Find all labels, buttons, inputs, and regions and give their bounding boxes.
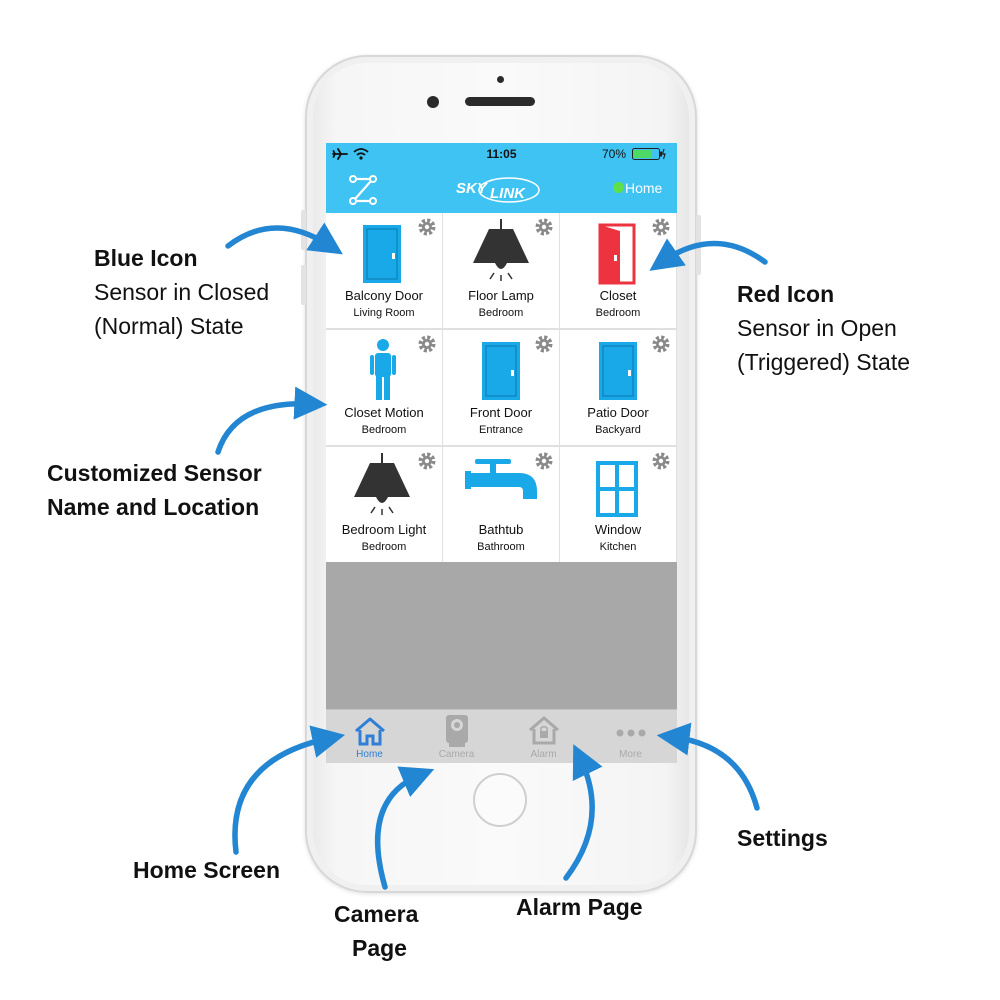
sensor-name: Patio Door (587, 405, 649, 420)
volume-down-button (301, 265, 306, 305)
annotation-custom-line2: Name and Location (47, 494, 260, 520)
tab-camera[interactable]: Camera (413, 710, 500, 763)
mode-status-dot (613, 182, 624, 193)
gear-icon[interactable] (651, 217, 671, 237)
sensor-grid: Balcony Door Living Room Floor Lamp Bedr… (326, 213, 677, 562)
sensor-location: Entrance (478, 424, 524, 436)
sensor-tile[interactable]: Closet Motion Bedroom (326, 330, 442, 445)
sensor-tile[interactable]: Balcony Door Living Room (326, 213, 442, 328)
sensor-name: Window (594, 522, 642, 537)
sensor-location: Bathroom (477, 541, 525, 553)
sensor-location: Backyard (595, 424, 641, 436)
tab-alarm[interactable]: Alarm (500, 710, 587, 763)
logo-text-sky: SKY (456, 180, 487, 197)
sensor-location: Bedroom (595, 307, 641, 319)
arrow-home-screen (232, 725, 346, 855)
arrow-custom-name (215, 386, 328, 455)
gear-icon[interactable] (417, 334, 437, 354)
sensor-name: Floor Lamp (468, 288, 534, 303)
status-time: 11:05 (486, 147, 517, 161)
sensor-name: Closet Motion (344, 405, 424, 420)
sensor-tile[interactable]: Window Kitchen (560, 447, 676, 562)
annotation-alarm-page: Alarm Page (516, 894, 643, 920)
status-bar: 11:05 70% (326, 143, 677, 165)
zone-menu-icon[interactable] (349, 175, 377, 205)
tab-home-label: Home (356, 749, 383, 760)
mode-status-label[interactable]: Home (625, 180, 663, 196)
alarm-house-icon (529, 716, 559, 745)
proximity-sensor (497, 76, 504, 83)
sensor-name: Closet (599, 288, 637, 303)
gear-icon[interactable] (534, 451, 554, 471)
sensor-tile[interactable]: Floor Lamp Bedroom (443, 213, 559, 328)
sensor-name: Bathtub (478, 522, 524, 537)
annotation-red-icon-line2: (Triggered) State (737, 349, 910, 375)
motion-person-icon (326, 336, 442, 402)
sensor-location: Bedroom (361, 541, 407, 553)
gear-icon[interactable] (417, 217, 437, 237)
gear-icon[interactable] (417, 451, 437, 471)
lamp-icon (443, 219, 559, 285)
sensor-tile[interactable]: Bedroom Light Bedroom (326, 447, 442, 562)
sensor-name: Bedroom Light (341, 522, 427, 537)
tab-home[interactable]: Home (326, 710, 413, 763)
faucet-icon (443, 453, 559, 519)
home-hardware-button[interactable] (473, 773, 527, 827)
door-closed-icon (560, 336, 676, 402)
annotation-red-icon-title: Red Icon (737, 281, 835, 307)
sensor-location: Bedroom (361, 424, 407, 436)
sensor-tile[interactable]: Bathtub Bathroom (443, 447, 559, 562)
annotation-settings: Settings (737, 825, 828, 851)
house-icon (355, 717, 385, 746)
tab-bar: Home Camera Alarm More (326, 709, 677, 763)
annotation-camera-line1: Camera (334, 901, 419, 927)
arrow-camera-page (375, 766, 435, 890)
annotation-blue-icon-title: Blue Icon (94, 245, 198, 271)
battery-percent: 70% (602, 147, 627, 161)
annotation-home-screen: Home Screen (133, 857, 281, 883)
lamp-icon (326, 453, 442, 519)
logo-text-link: LINK (490, 185, 525, 202)
arrow-alarm-page (563, 744, 603, 881)
window-icon (560, 453, 676, 519)
ellipsis-icon (616, 729, 646, 737)
tab-alarm-label: Alarm (530, 749, 557, 760)
sensor-location: Living Room (353, 307, 415, 319)
tab-more-label: More (619, 749, 642, 760)
sensor-location: Kitchen (599, 541, 637, 553)
annotation-blue-icon-line1: Sensor in Closed (94, 279, 270, 305)
sensor-location: Bedroom (478, 307, 524, 319)
gear-icon[interactable] (534, 334, 554, 354)
gear-icon[interactable] (534, 217, 554, 237)
logo-swoosh (478, 177, 540, 203)
app-screen: 11:05 70% SKY LINK Home (326, 143, 677, 763)
annotation-camera-line2: Page (352, 935, 407, 961)
annotation-red-icon-line1: Sensor in Open (737, 315, 897, 341)
app-navbar: SKY LINK Home (326, 165, 677, 213)
gear-icon[interactable] (651, 451, 671, 471)
tab-more[interactable]: More (587, 710, 674, 763)
annotation-blue-icon-line2: (Normal) State (94, 313, 244, 339)
annotation-custom-line1: Customized Sensor (47, 460, 262, 486)
skylink-logo: SKY LINK (454, 175, 550, 205)
arrow-blue-icon (225, 222, 343, 255)
arrow-settings (656, 722, 760, 811)
tab-camera-label: Camera (438, 749, 475, 760)
sensor-name: Front Door (469, 405, 533, 420)
sensor-tile[interactable]: Front Door Entrance (443, 330, 559, 445)
camera-icon (446, 715, 468, 747)
front-camera (427, 96, 439, 108)
earpiece-speaker (465, 97, 535, 106)
battery-icon (632, 148, 666, 160)
wifi-icon (353, 148, 369, 160)
door-open-icon (560, 219, 676, 285)
airplane-icon (332, 148, 348, 160)
gear-icon[interactable] (651, 334, 671, 354)
door-closed-icon (443, 336, 559, 402)
arrow-red-icon (649, 238, 768, 271)
sensor-name: Balcony Door (344, 288, 424, 303)
sensor-tile[interactable]: Patio Door Backyard (560, 330, 676, 445)
door-closed-icon (326, 219, 442, 285)
